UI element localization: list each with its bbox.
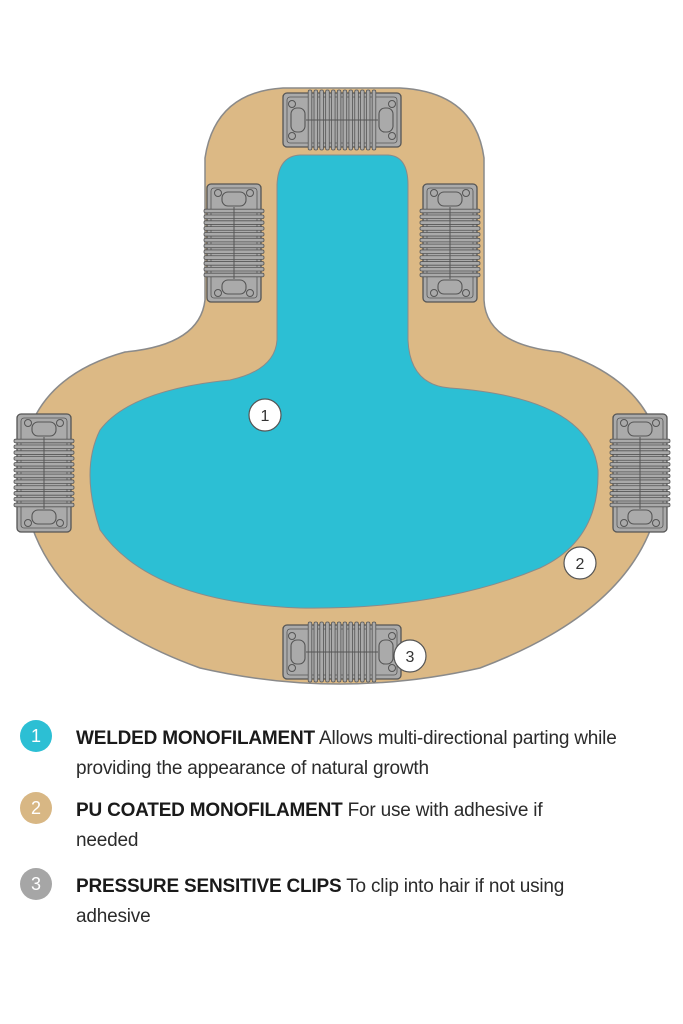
legend-text-3: PRESSURE SENSITIVE CLIPS To clip into ha… — [76, 872, 596, 932]
svg-text:1: 1 — [261, 408, 270, 425]
marker-1: 1 — [248, 398, 282, 432]
legend-text-1: WELDED MONOFILAMENT Allows multi-directi… — [76, 724, 676, 784]
legend-title-3: PRESSURE SENSITIVE CLIPS — [76, 876, 342, 897]
clip-upper-right — [419, 183, 481, 303]
legend-title-2: PU COATED MONOFILAMENT — [76, 800, 343, 821]
clip-upper-left — [203, 183, 265, 303]
legend-badge-3: 3 — [20, 868, 52, 900]
legend-badge-2: 2 — [20, 792, 52, 824]
svg-text:3: 3 — [406, 649, 415, 666]
clip-bottom — [282, 621, 402, 683]
svg-text:2: 2 — [576, 556, 585, 573]
clip-top — [282, 89, 402, 151]
legend-description-1: Allows multi-directional parting while p… — [76, 728, 617, 779]
legend-description-2: For use with adhesive if needed — [76, 800, 543, 851]
legend-title-1: WELDED MONOFILAMENT — [76, 728, 315, 749]
marker-3: 3 — [393, 639, 427, 673]
legend-text-2: PU COATED MONOFILAMENT For use with adhe… — [76, 796, 596, 856]
legend-description-3: To clip into hair if not using adhesive — [76, 876, 565, 927]
clip-left — [13, 413, 75, 533]
marker-2: 2 — [563, 546, 597, 580]
clip-right — [609, 413, 671, 533]
hairpiece-base-diagram: 1 2 3 — [13, 87, 671, 685]
welded-monofilament-area — [89, 154, 599, 609]
legend-badge-1: 1 — [20, 720, 52, 752]
